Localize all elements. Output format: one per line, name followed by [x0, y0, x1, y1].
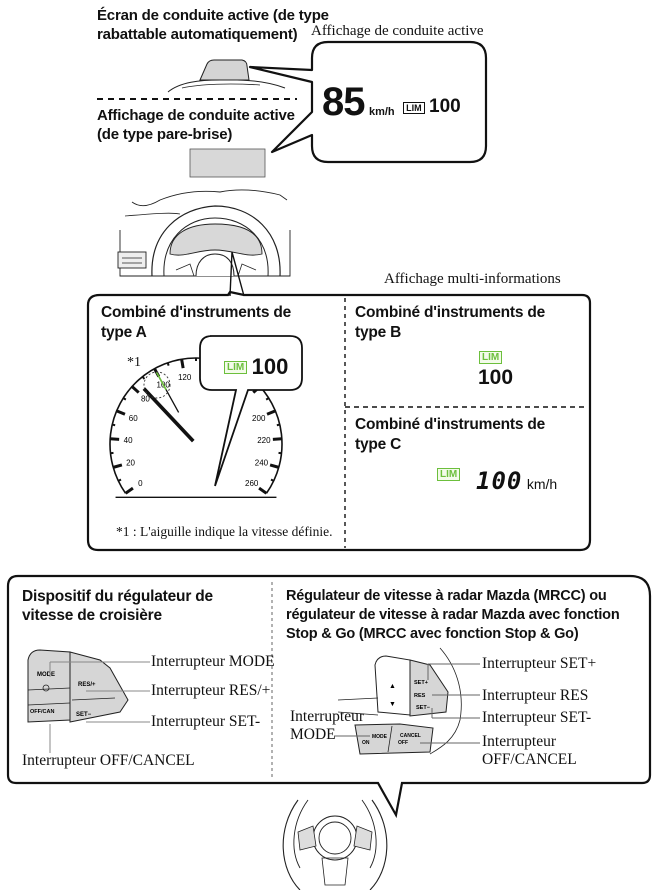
svg-text:▲: ▲: [389, 683, 396, 690]
cruise-off-cancel-label: Interrupteur OFF/CANCEL: [22, 752, 195, 769]
cruise-mode-button: MODE: [37, 672, 55, 678]
mrcc-cancel-button: CANCEL: [400, 733, 421, 739]
cruise-set-minus-label: Interrupteur SET-: [151, 713, 261, 730]
svg-text:ON: ON: [362, 740, 370, 746]
cruise-res-plus-label: Interrupteur RES/+: [151, 682, 271, 699]
switch-box-border: [6, 574, 652, 819]
gauge-tick-label: 80: [141, 395, 150, 404]
gauge-tick: [180, 358, 185, 369]
type-c-readout: 100 km/h: [476, 467, 557, 495]
windshield-hud-title: Affichage de conduite active (de type pa…: [97, 107, 295, 143]
gauge-tick-label: 120: [178, 373, 192, 382]
instrument-cluster-icon: [169, 223, 263, 256]
gauge-tick: [269, 463, 280, 469]
mrcc-res-button: RES: [414, 693, 426, 699]
gauge-tick-label: 20: [126, 458, 135, 467]
gauge-tick-label: 60: [129, 414, 138, 423]
retractable-screen-icon: [199, 59, 250, 81]
type-c-title: Combiné d'instruments de type C: [355, 416, 546, 453]
gauge-tick: [122, 397, 127, 401]
cruise-icon: [42, 684, 50, 692]
gauge-tick-label: 200: [252, 414, 266, 423]
type-a-title: Combiné d'instruments de type A: [101, 304, 292, 341]
cruise-title: Dispositif du régulateur de vitesse de c…: [22, 588, 213, 624]
gauge-tick: [141, 376, 146, 380]
type-a-lim-icon: LIM: [224, 361, 248, 374]
hud-current-speed: 85: [322, 80, 365, 124]
gauge-tick: [116, 409, 126, 416]
gauge-tick: [276, 423, 280, 427]
gauge-tick: [117, 478, 122, 482]
hud-lim-icon: LIM: [403, 102, 425, 114]
gauge-tick: [265, 397, 270, 401]
type-c-unit: km/h: [526, 476, 558, 492]
gauge-tick: [266, 409, 276, 416]
mrcc-mode-button: MODE: [372, 734, 388, 740]
steering-wheel-bottom-illustration: [282, 799, 388, 890]
hud-set-speed: 100: [429, 96, 461, 117]
gauge-tick: [112, 463, 123, 469]
mrcc-switch-illustration: SET+ RES SET− MODE ON CANCEL OFF ▲ ▼: [337, 647, 462, 755]
hud-speed-readout: 85 km/h LIM 100: [322, 80, 461, 125]
gauge-tick: [131, 385, 140, 394]
type-b-set-speed: 100: [478, 366, 514, 389]
type-a-set-speed: 100: [251, 354, 289, 379]
gauge-tick: [112, 423, 116, 427]
type-c-set-speed: 100: [476, 467, 523, 495]
mrcc-set-minus-label: Interrupteur SET-: [482, 709, 592, 726]
gauge-tick: [110, 437, 120, 441]
type-a-readout: LIM 100: [224, 354, 288, 380]
mrcc-title: Régulateur de vitesse à radar Mazda (MRC…: [286, 588, 620, 642]
type-b-lim-icon-wrap: LIM: [479, 347, 503, 365]
gauge-tick-label: 260: [245, 479, 259, 488]
gauge-tick: [124, 486, 134, 495]
type-b-title: Combiné d'instruments de type B: [355, 304, 546, 341]
steering-wheel-outline: [151, 205, 281, 277]
gauge-tick: [258, 486, 268, 495]
gauge-tick-label: 0: [138, 479, 143, 488]
mrcc-set-plus-button: SET+: [414, 680, 428, 686]
cruise-offcan-button: OFF/CAN: [30, 709, 54, 715]
windshield-display-icon: [189, 148, 266, 178]
type-c-lim-icon-wrap: LIM: [437, 464, 461, 482]
gauge-tick: [270, 478, 275, 482]
set-speed-needle-tip: [155, 371, 167, 391]
gauge-tick: [272, 437, 282, 441]
type-a-footnote: *1 : L'aiguille indique la vitesse défin…: [116, 524, 333, 539]
cluster-box-border: [86, 290, 592, 552]
svg-text:▼: ▼: [389, 701, 396, 708]
cruise-switch-illustration: MODE RES/+ OFF/CAN SET−: [27, 649, 129, 723]
type-b-lim-icon: LIM: [479, 351, 503, 364]
hud-callout-bubble: [248, 40, 488, 164]
type-c-lim-icon: LIM: [437, 468, 461, 481]
gauge-tick-label: 40: [124, 436, 133, 445]
set-speed-marker-label: *1: [127, 355, 141, 370]
cruise-res-button: RES/+: [78, 682, 96, 688]
mrcc-res-label: Interrupteur RES: [482, 687, 589, 704]
set-speed-marker-circle: [143, 371, 171, 399]
hud-speed-unit: km/h: [368, 106, 395, 118]
cluster-caption: Affichage multi-informations: [384, 271, 561, 287]
mrcc-mode-label: Interrupteur MODE: [290, 708, 365, 743]
retractable-hud-title: Écran de conduite active (de type rabatt…: [97, 7, 329, 43]
gauge-tick-label: 240: [255, 458, 269, 467]
mrcc-off-cancel-label: Interrupteur OFF/CANCEL: [482, 733, 577, 768]
mrcc-set-minus-button: SET−: [416, 705, 430, 711]
gauge-tick-label: 220: [257, 436, 271, 445]
gauge-tick: [166, 362, 170, 366]
svg-text:OFF: OFF: [398, 740, 408, 746]
cruise-mode-label: Interrupteur MODE: [151, 653, 275, 670]
mrcc-set-plus-label: Interrupteur SET+: [482, 655, 597, 672]
air-vent-icon: [117, 251, 147, 269]
hud-callout-caption: Affichage de conduite active: [311, 23, 484, 39]
cruise-set-button: SET−: [76, 712, 92, 718]
